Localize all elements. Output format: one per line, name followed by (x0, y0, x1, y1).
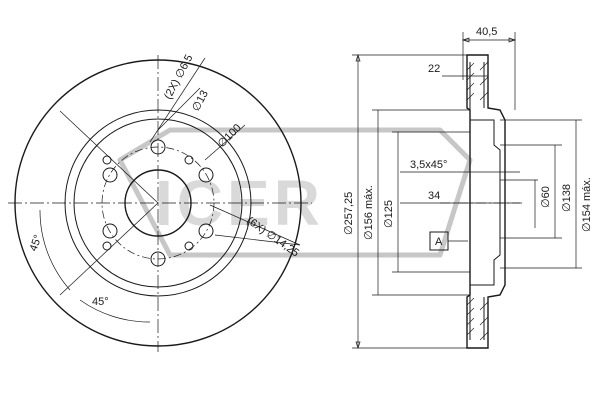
hatch (479, 91, 489, 101)
outer-diameter-label: ∅257,25 (343, 192, 355, 235)
leader-stud-2 (214, 234, 301, 246)
disc-thickness-label: 34 (428, 190, 440, 202)
arrow (461, 37, 470, 43)
leader-pcd (204, 124, 246, 161)
leader-bolt-hole (149, 57, 206, 143)
arrow (508, 37, 517, 43)
chamfer-label: 3,5x45° (410, 159, 447, 171)
hatch (466, 327, 475, 336)
leader-center-hole (157, 87, 201, 131)
hatch (466, 72, 475, 81)
angle-line (59, 110, 159, 204)
hub-section (470, 119, 501, 286)
angle-label-bottom: 45° (92, 296, 109, 308)
hatch (466, 297, 475, 306)
angle-line (59, 202, 159, 296)
center-bore-label: ∅60 (540, 186, 552, 208)
hatch (466, 62, 475, 71)
hatch (466, 82, 475, 91)
overall-thickness-label: 40,5 (476, 26, 497, 38)
angle-arc-left (39, 209, 71, 291)
hatch (479, 76, 489, 86)
bolt-hole (184, 155, 194, 165)
stud-hole (198, 223, 214, 239)
datum-label: A (435, 236, 443, 248)
hat-depth-label: 22 (428, 63, 440, 75)
hatch (479, 316, 489, 326)
inner-ring-max-label: ∅156 máx. (363, 185, 375, 240)
bolt-hole (184, 241, 194, 251)
angle-arc-bottom (79, 299, 151, 323)
hatch (466, 307, 475, 316)
stud-hole (102, 167, 118, 183)
hat-diameter-label: ∅138 (561, 184, 573, 212)
ring-max-label: ∅154 máx. (581, 177, 593, 232)
arrow (355, 53, 361, 62)
hatch (479, 331, 489, 341)
stud-hole (198, 167, 214, 183)
arrow (355, 341, 361, 350)
hatch (466, 317, 475, 326)
hatch (479, 61, 489, 71)
section-view: A 40,5 22 3,5x45° 34 ∅257,25 ∅156 máx. ∅… (343, 26, 593, 350)
stud-hole (102, 223, 118, 239)
leader-stud (209, 204, 301, 246)
hatch (479, 301, 489, 311)
pcd-label: ∅100 (216, 122, 244, 150)
hub-diameter-label: ∅125 (383, 200, 395, 228)
bolt-hole (102, 155, 112, 165)
hatch (466, 92, 475, 101)
center-hole-label: ∅13 (190, 89, 211, 114)
angle-label-left: 45° (28, 233, 45, 253)
bolt-hole (102, 241, 112, 251)
